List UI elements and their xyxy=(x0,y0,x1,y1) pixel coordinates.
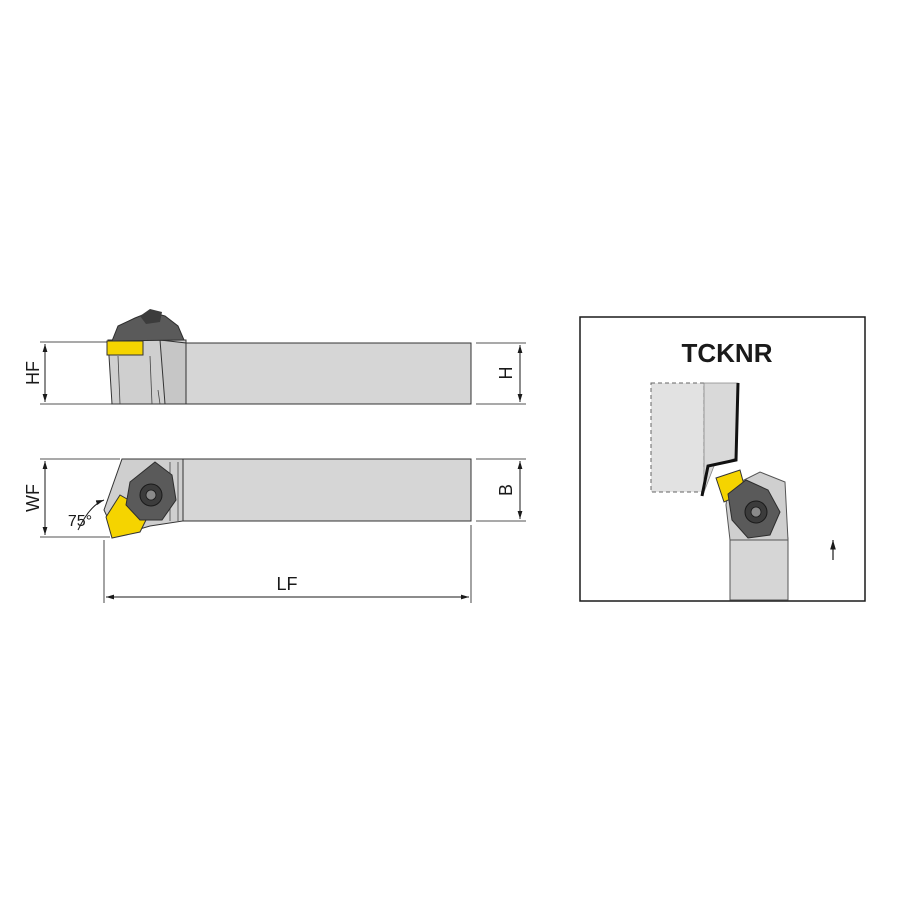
workpiece-outline xyxy=(650,382,705,493)
side-view-clamp-top xyxy=(140,309,162,324)
b-dimension: B xyxy=(476,458,526,522)
top-view xyxy=(103,458,472,539)
wf-dimension: WF xyxy=(23,458,120,538)
hf-label: HF xyxy=(23,361,43,385)
wf-label: WF xyxy=(23,484,43,512)
angle-dimension: 75° xyxy=(68,499,105,531)
lf-dimension: LF xyxy=(103,525,472,603)
side-view xyxy=(106,309,472,405)
side-view-insert xyxy=(106,340,144,356)
side-view-neck xyxy=(159,339,187,405)
cut-profile xyxy=(700,382,740,497)
hf-dimension: HF xyxy=(23,341,112,405)
top-view-insert xyxy=(105,494,151,539)
side-view-shank xyxy=(185,342,472,405)
lf-label: LF xyxy=(276,574,297,594)
detail-shank xyxy=(729,537,789,601)
b-label: B xyxy=(496,484,516,496)
designation-title: TCKNR xyxy=(682,338,773,368)
h-dimension: H xyxy=(476,342,526,405)
h-label: H xyxy=(496,367,516,380)
angle-label: 75° xyxy=(68,513,92,530)
top-view-shank xyxy=(182,458,472,522)
designation-panel: TCKNR xyxy=(579,316,866,602)
